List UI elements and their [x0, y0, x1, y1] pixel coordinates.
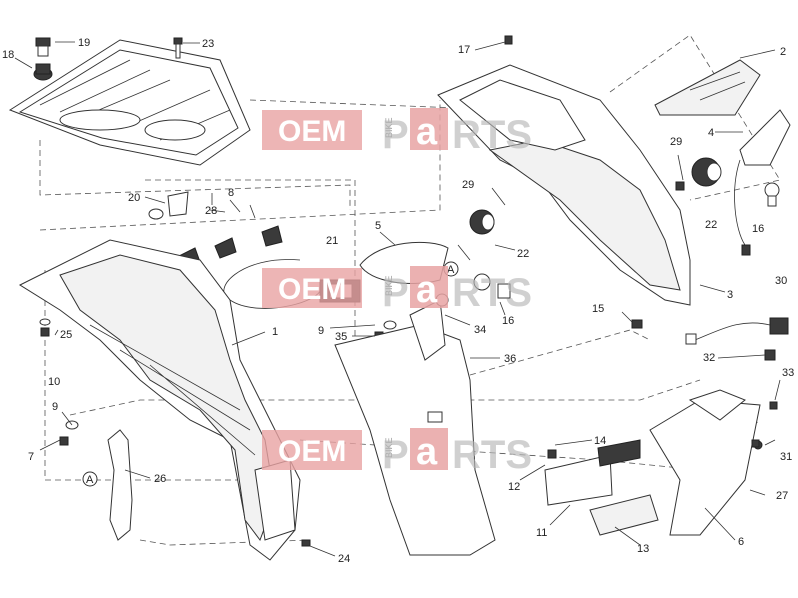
- callout-35: 35: [335, 331, 347, 343]
- callout-36: 36: [504, 353, 516, 365]
- watermark-top-oem: OEM: [278, 115, 346, 148]
- screw-33-31: [751, 401, 778, 448]
- callout-11: 11: [536, 527, 547, 539]
- callout-30: 30: [775, 275, 787, 287]
- bulb-16-left: [457, 244, 511, 299]
- watermark-middle-a: a: [416, 269, 438, 311]
- callout-labels: 19 18 23 17 2 4 29 29 20 8 28 5 22 22 16…: [2, 37, 794, 565]
- callout-29-right: 29: [670, 136, 682, 148]
- callout-34: 34: [474, 324, 486, 336]
- callout-27: 27: [776, 490, 788, 502]
- screw-7-washer-9: [59, 420, 79, 446]
- watermark-top-rts: RTS: [452, 113, 532, 157]
- screw-23: [173, 37, 183, 59]
- callout-15: 15: [592, 303, 604, 315]
- tail-light-2: [654, 59, 761, 116]
- watermark-bottom-a: a: [416, 431, 438, 473]
- screw-17: [504, 35, 513, 45]
- watermark-bottom-bike: BIKE: [384, 437, 394, 458]
- callout-19: 19: [78, 37, 90, 49]
- callout-4: 4: [708, 127, 714, 139]
- watermark-top-bike: BIKE: [384, 117, 394, 138]
- watermark-middle: OEM BIKE P a RTS: [262, 266, 532, 315]
- callout-25: 25: [60, 329, 72, 341]
- turn-indicator-4: [734, 109, 791, 256]
- callout-7: 7: [28, 451, 34, 463]
- watermark-bottom-rts: RTS: [452, 433, 532, 477]
- callout-13: 13: [637, 543, 649, 555]
- rubber-buffer: [33, 37, 53, 81]
- bulb-16-right: [764, 182, 780, 207]
- watermark-middle-bike: BIKE: [384, 275, 394, 296]
- callout-21: 21: [326, 235, 338, 247]
- callout-5: 5: [375, 220, 381, 232]
- reflector-13: [589, 494, 659, 536]
- plate-bracket-6: [649, 389, 763, 536]
- callout-16-left: 16: [502, 315, 514, 327]
- licence-plate-light: [544, 439, 641, 506]
- callout-12: 12: [508, 481, 520, 493]
- watermark-top: OEM BIKE P a RTS: [262, 108, 532, 157]
- watermark-bottom-oem: OEM: [278, 435, 346, 468]
- callout-1: 1: [272, 326, 278, 338]
- reference-marker-a-left: A: [82, 471, 98, 487]
- callout-23: 23: [202, 38, 214, 50]
- leader-lines: [14, 41, 781, 557]
- callout-32: 32: [703, 352, 715, 364]
- licence-light-wiring-30: [685, 317, 789, 361]
- callout-16-right: 16: [752, 223, 764, 235]
- callout-14: 14: [594, 435, 606, 447]
- reference-marker-a-right-text: A: [447, 264, 455, 276]
- callout-6: 6: [738, 536, 744, 548]
- callout-33: 33: [782, 367, 794, 379]
- callout-10: 10: [48, 376, 60, 388]
- screw-24: [301, 539, 311, 547]
- callout-18: 18: [2, 49, 14, 61]
- callout-2: 2: [780, 46, 786, 58]
- callout-22-left: 22: [517, 248, 529, 260]
- callout-28: 28: [205, 205, 217, 217]
- rear-bracket-26: [107, 429, 133, 541]
- reference-marker-a-left-text: A: [86, 474, 94, 486]
- screw-10-washer-25: [39, 318, 51, 337]
- watermark-middle-rts: RTS: [452, 271, 532, 315]
- callout-26: 26: [154, 473, 166, 485]
- small-bracket-20: [148, 191, 189, 220]
- callout-17: 17: [458, 44, 470, 56]
- watermark-top-a: a: [416, 111, 438, 153]
- callout-20: 20: [128, 192, 140, 204]
- watermark-middle-p: P: [382, 271, 409, 315]
- watermark-bottom: OEM BIKE P a RTS: [262, 428, 532, 477]
- watermark-top-p: P: [382, 113, 409, 157]
- callout-29-left: 29: [462, 179, 474, 191]
- watermark-bottom-p: P: [382, 433, 409, 477]
- indicator-grommet-22-right: [675, 157, 722, 191]
- rear-mudguard: [437, 64, 691, 306]
- callout-9-center: 9: [318, 325, 324, 337]
- callout-22-right: 22: [705, 219, 717, 231]
- nut-15: [631, 319, 643, 329]
- licence-plate-holder-36: [334, 299, 496, 556]
- watermark-middle-oem: OEM: [278, 273, 346, 306]
- callout-31: 31: [780, 451, 792, 463]
- callout-9-left: 9: [52, 401, 58, 413]
- luggage-rack: [8, 39, 251, 166]
- callout-24: 24: [338, 553, 350, 565]
- callout-8: 8: [228, 187, 234, 199]
- callout-3: 3: [727, 289, 733, 301]
- indicator-grommet-22-left: [469, 209, 495, 235]
